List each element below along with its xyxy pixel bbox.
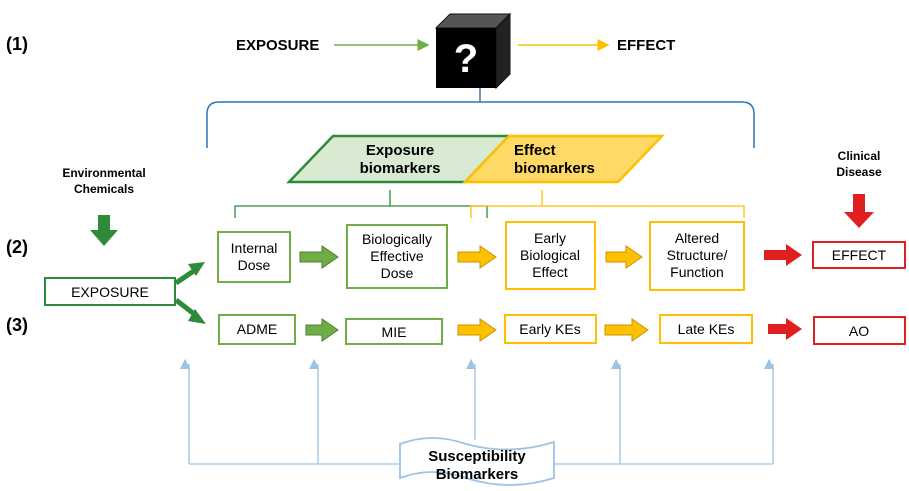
susceptibility-label-2: Biomarkers: [436, 466, 519, 483]
ao-label: AO: [849, 323, 869, 339]
asf-label-3: Function: [670, 264, 724, 280]
clinical-down-arrow: [844, 194, 874, 228]
ebe-label-1: Early: [534, 230, 566, 246]
top-effect-label: EFFECT: [617, 37, 675, 54]
row2-arrow-4: [764, 244, 802, 266]
asf-label-1: Altered: [675, 230, 719, 246]
row-label-3: (3): [6, 315, 28, 335]
internal-dose-label-1: Internal: [231, 240, 278, 256]
exposure-biomarker-label-2: biomarkers: [360, 160, 441, 177]
effect-box: [812, 241, 906, 269]
effect-box-label: EFFECT: [832, 247, 887, 263]
effect-biomarker-label-1: Effect: [514, 142, 556, 159]
early-kes-label: Early KEs: [519, 321, 580, 337]
internal-dose-label-2: Dose: [238, 257, 271, 273]
bed-label-2: Effective: [370, 248, 424, 264]
row-label-1: (1): [6, 34, 28, 54]
asf-label-2: Structure/: [667, 247, 728, 263]
mie-label: MIE: [382, 324, 407, 340]
black-box-cube: ?: [434, 12, 512, 90]
env-chemicals-label-2: Chemicals: [74, 182, 134, 196]
exposure-biomarker-label-1: Exposure: [366, 142, 434, 159]
clinical-disease-label-1: Clinical: [838, 149, 881, 163]
altered-structure-function-box: [649, 221, 745, 291]
biologically-effective-dose-box: [346, 224, 448, 289]
row3-arrow-3: [604, 318, 649, 342]
question-mark: ?: [454, 37, 478, 81]
clinical-disease-label-2: Disease: [836, 165, 882, 179]
diag-arrow-up: [174, 262, 205, 286]
adme-label: ADME: [237, 321, 277, 337]
mie-box: [345, 318, 443, 345]
top-bracket: [206, 88, 755, 148]
row2-arrow-1: [299, 245, 339, 269]
susceptibility-box: [399, 437, 555, 486]
env-chemicals-label-1: Environmental: [62, 166, 145, 180]
ebe-label-3: Effect: [532, 264, 568, 280]
susceptibility-label-1: Susceptibility: [428, 448, 526, 465]
early-biological-effect-box: [505, 221, 596, 290]
late-kes-box: [659, 314, 753, 344]
late-kes-label: Late KEs: [678, 321, 735, 337]
bed-label-3: Dose: [381, 265, 414, 281]
ao-box: [813, 316, 906, 345]
susceptibility-connectors: [179, 358, 775, 465]
diag-arrow-down: [174, 298, 206, 324]
row2-arrow-3: [605, 245, 643, 269]
row-label-2: (2): [6, 237, 28, 257]
adme-box: [218, 314, 296, 345]
row3-arrow-2: [457, 318, 497, 342]
exposure-box: [44, 277, 176, 306]
row2-arrow-2: [457, 245, 497, 269]
exposure-box-label: EXPOSURE: [71, 284, 149, 300]
effect-biomarker-shape: [462, 134, 665, 184]
row3-arrow-4: [768, 318, 802, 340]
exposure-sub-bracket: [234, 190, 488, 218]
bed-label-1: Biologically: [362, 231, 432, 247]
ebe-label-2: Biological: [520, 247, 580, 263]
env-down-arrow: [90, 215, 118, 246]
internal-dose-box: [217, 231, 291, 283]
row3-arrow-1: [305, 318, 339, 342]
effect-biomarker-label-2: biomarkers: [514, 160, 595, 177]
early-kes-box: [504, 314, 597, 344]
top-exposure-label: EXPOSURE: [236, 37, 319, 54]
effect-sub-bracket: [470, 190, 745, 218]
